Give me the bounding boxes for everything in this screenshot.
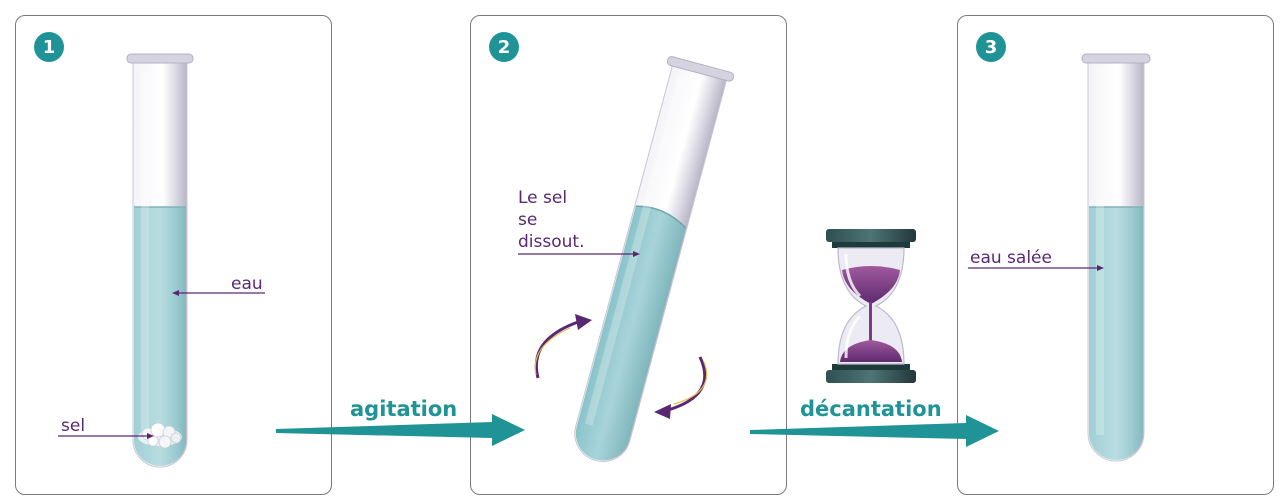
dissolve-label-line-2: se [518, 210, 538, 230]
rotation-arrow-icon [534, 314, 592, 379]
test-tube-icon [1081, 53, 1151, 462]
flow-arrow-icon [276, 414, 525, 446]
agitation-label: agitation [350, 397, 458, 421]
step-number-badge: 2 [489, 32, 519, 62]
dissolve-label-line-1: Le sel [518, 188, 568, 208]
rotation-arrow-icon [654, 356, 708, 419]
test-tube-icon [126, 53, 194, 468]
salt-water-label: eau salée [970, 248, 1052, 268]
dissolve-pointer-arrowhead [633, 251, 640, 257]
step-number-badge: 3 [976, 32, 1006, 62]
dissolve-label-line-3: dissout. [518, 232, 585, 252]
salt-crystals-icon [138, 422, 182, 449]
water-label: eau [231, 274, 263, 294]
sel-pointer-arrowhead [147, 433, 154, 439]
eau-pointer-arrowhead [172, 290, 179, 296]
decantation-label: décantation [800, 397, 942, 421]
test-tube-icon [574, 56, 735, 462]
hourglass-icon [826, 229, 916, 383]
step-number-badge: 1 [34, 32, 64, 62]
salt-water-pointer-arrowhead [1097, 265, 1104, 271]
salt-label: sel [61, 416, 86, 436]
flow-arrow-icon [750, 415, 999, 447]
